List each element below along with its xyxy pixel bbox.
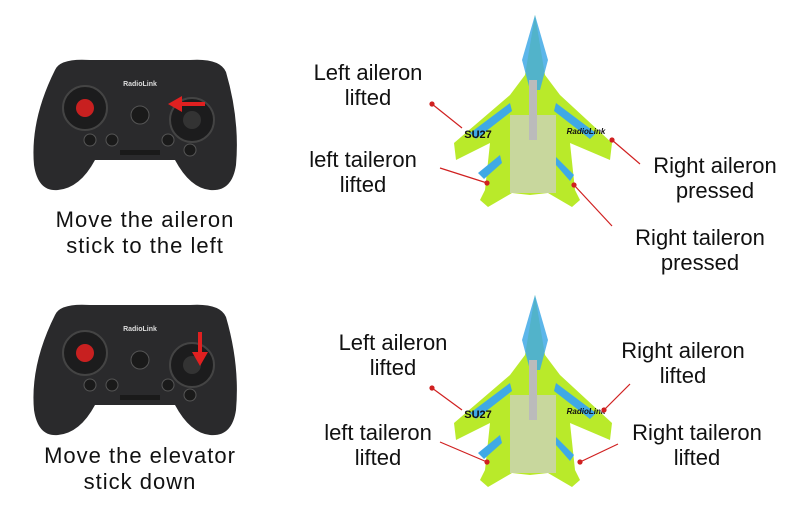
plane-1 xyxy=(454,15,612,207)
label-text: lifted xyxy=(354,445,402,470)
caption-text: stick down xyxy=(83,469,197,494)
label-text: Right aileron xyxy=(653,153,777,178)
label-text: lifted xyxy=(659,363,707,388)
label-text: Left aileron xyxy=(338,330,448,355)
label-text: left taileron xyxy=(309,147,417,172)
caption-text: stick to the left xyxy=(66,233,224,258)
arrow-left-icon xyxy=(168,96,205,112)
plane-brand-mark-2: RadioLink xyxy=(567,407,606,416)
plane-model-mark-1: SU27 xyxy=(464,129,492,141)
label-text: Left aileron xyxy=(313,60,423,85)
label-text: lifted xyxy=(344,85,392,110)
pointer-lines-2 xyxy=(429,383,631,465)
caption-text: Move the aileron xyxy=(55,207,235,232)
arrow-down-icon xyxy=(192,332,208,366)
label-text: Right taileron xyxy=(632,420,762,445)
label-text: pressed xyxy=(660,250,740,275)
label-text: pressed xyxy=(675,178,755,203)
label-text: Right taileron xyxy=(635,225,765,250)
plane-brand-mark-1: RadioLink xyxy=(567,127,606,136)
label-text: left taileron xyxy=(324,420,432,445)
caption-text: Move the elevator xyxy=(44,443,236,468)
label-text: lifted xyxy=(673,445,721,470)
controller-brand-2: RadioLink xyxy=(123,326,157,333)
label-text: Right aileron xyxy=(621,338,745,363)
transmitter-1 xyxy=(32,58,238,192)
controller-brand-1: RadioLink xyxy=(123,81,157,88)
plane-model-mark-2: SU27 xyxy=(464,409,492,421)
label-text: lifted xyxy=(369,355,417,380)
pointer-lines-1 xyxy=(429,101,641,227)
transmitter-2 xyxy=(32,303,238,437)
label-text: lifted xyxy=(339,172,387,197)
